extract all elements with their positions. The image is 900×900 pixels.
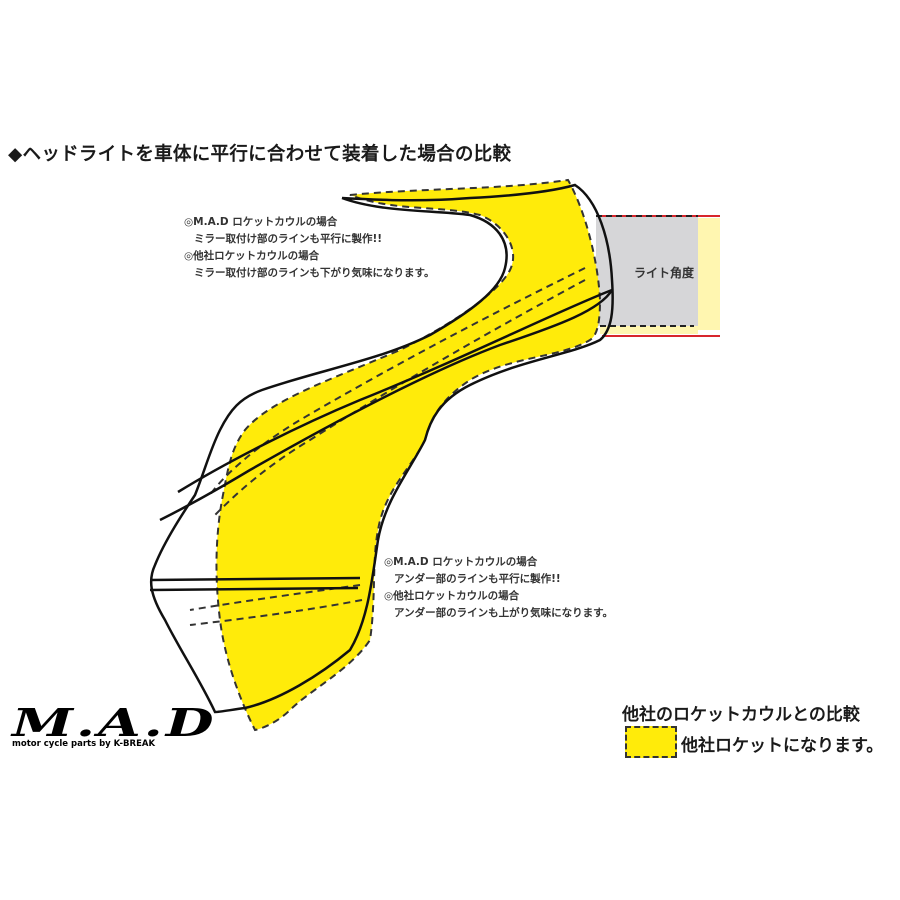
lower-mad-heading: ◎M.A.D ロケットカウルの場合: [384, 556, 538, 568]
legend-item-label: 他社ロケットになります。: [681, 736, 884, 756]
mad-logo: M.A.D motor cycle parts by K-BREAK: [12, 704, 214, 750]
light-angle-label: ライト角度: [634, 266, 695, 280]
lower-notes: ◎M.A.D ロケットカウルの場合 アンダー部のラインも平行に製作!! ◎他社ロ…: [384, 554, 613, 622]
upper-other-heading: ◎他社ロケットカウルの場合: [184, 250, 320, 262]
upper-other-detail: ミラー取付け部のラインも下がり気味になります。: [194, 267, 435, 279]
mad-cowl-outline: [149, 183, 614, 714]
lower-other-detail: アンダー部のラインも上がり気味になります。: [394, 607, 614, 619]
page-title: ◆ヘッドライトを車体に平行に合わせて装着した場合の比較: [8, 144, 512, 165]
logo-sub-text: motor cycle parts by K-BREAK: [12, 739, 156, 749]
upper-mad-heading: ◎M.A.D ロケットカウルの場合: [184, 216, 338, 228]
logo-main-text: M.A.D: [12, 700, 217, 745]
legend-swatch-other-brand: [625, 726, 677, 758]
upper-notes: ◎M.A.D ロケットカウルの場合 ミラー取付け部のラインも平行に製作!! ◎他…: [184, 214, 434, 282]
lower-mad-detail: アンダー部のラインも平行に製作!!: [394, 573, 561, 585]
legend-title: 他社のロケットカウルとの比較: [622, 705, 860, 725]
lower-other-heading: ◎他社ロケットカウルの場合: [384, 590, 520, 602]
upper-mad-detail: ミラー取付け部のラインも平行に製作!!: [194, 233, 383, 245]
